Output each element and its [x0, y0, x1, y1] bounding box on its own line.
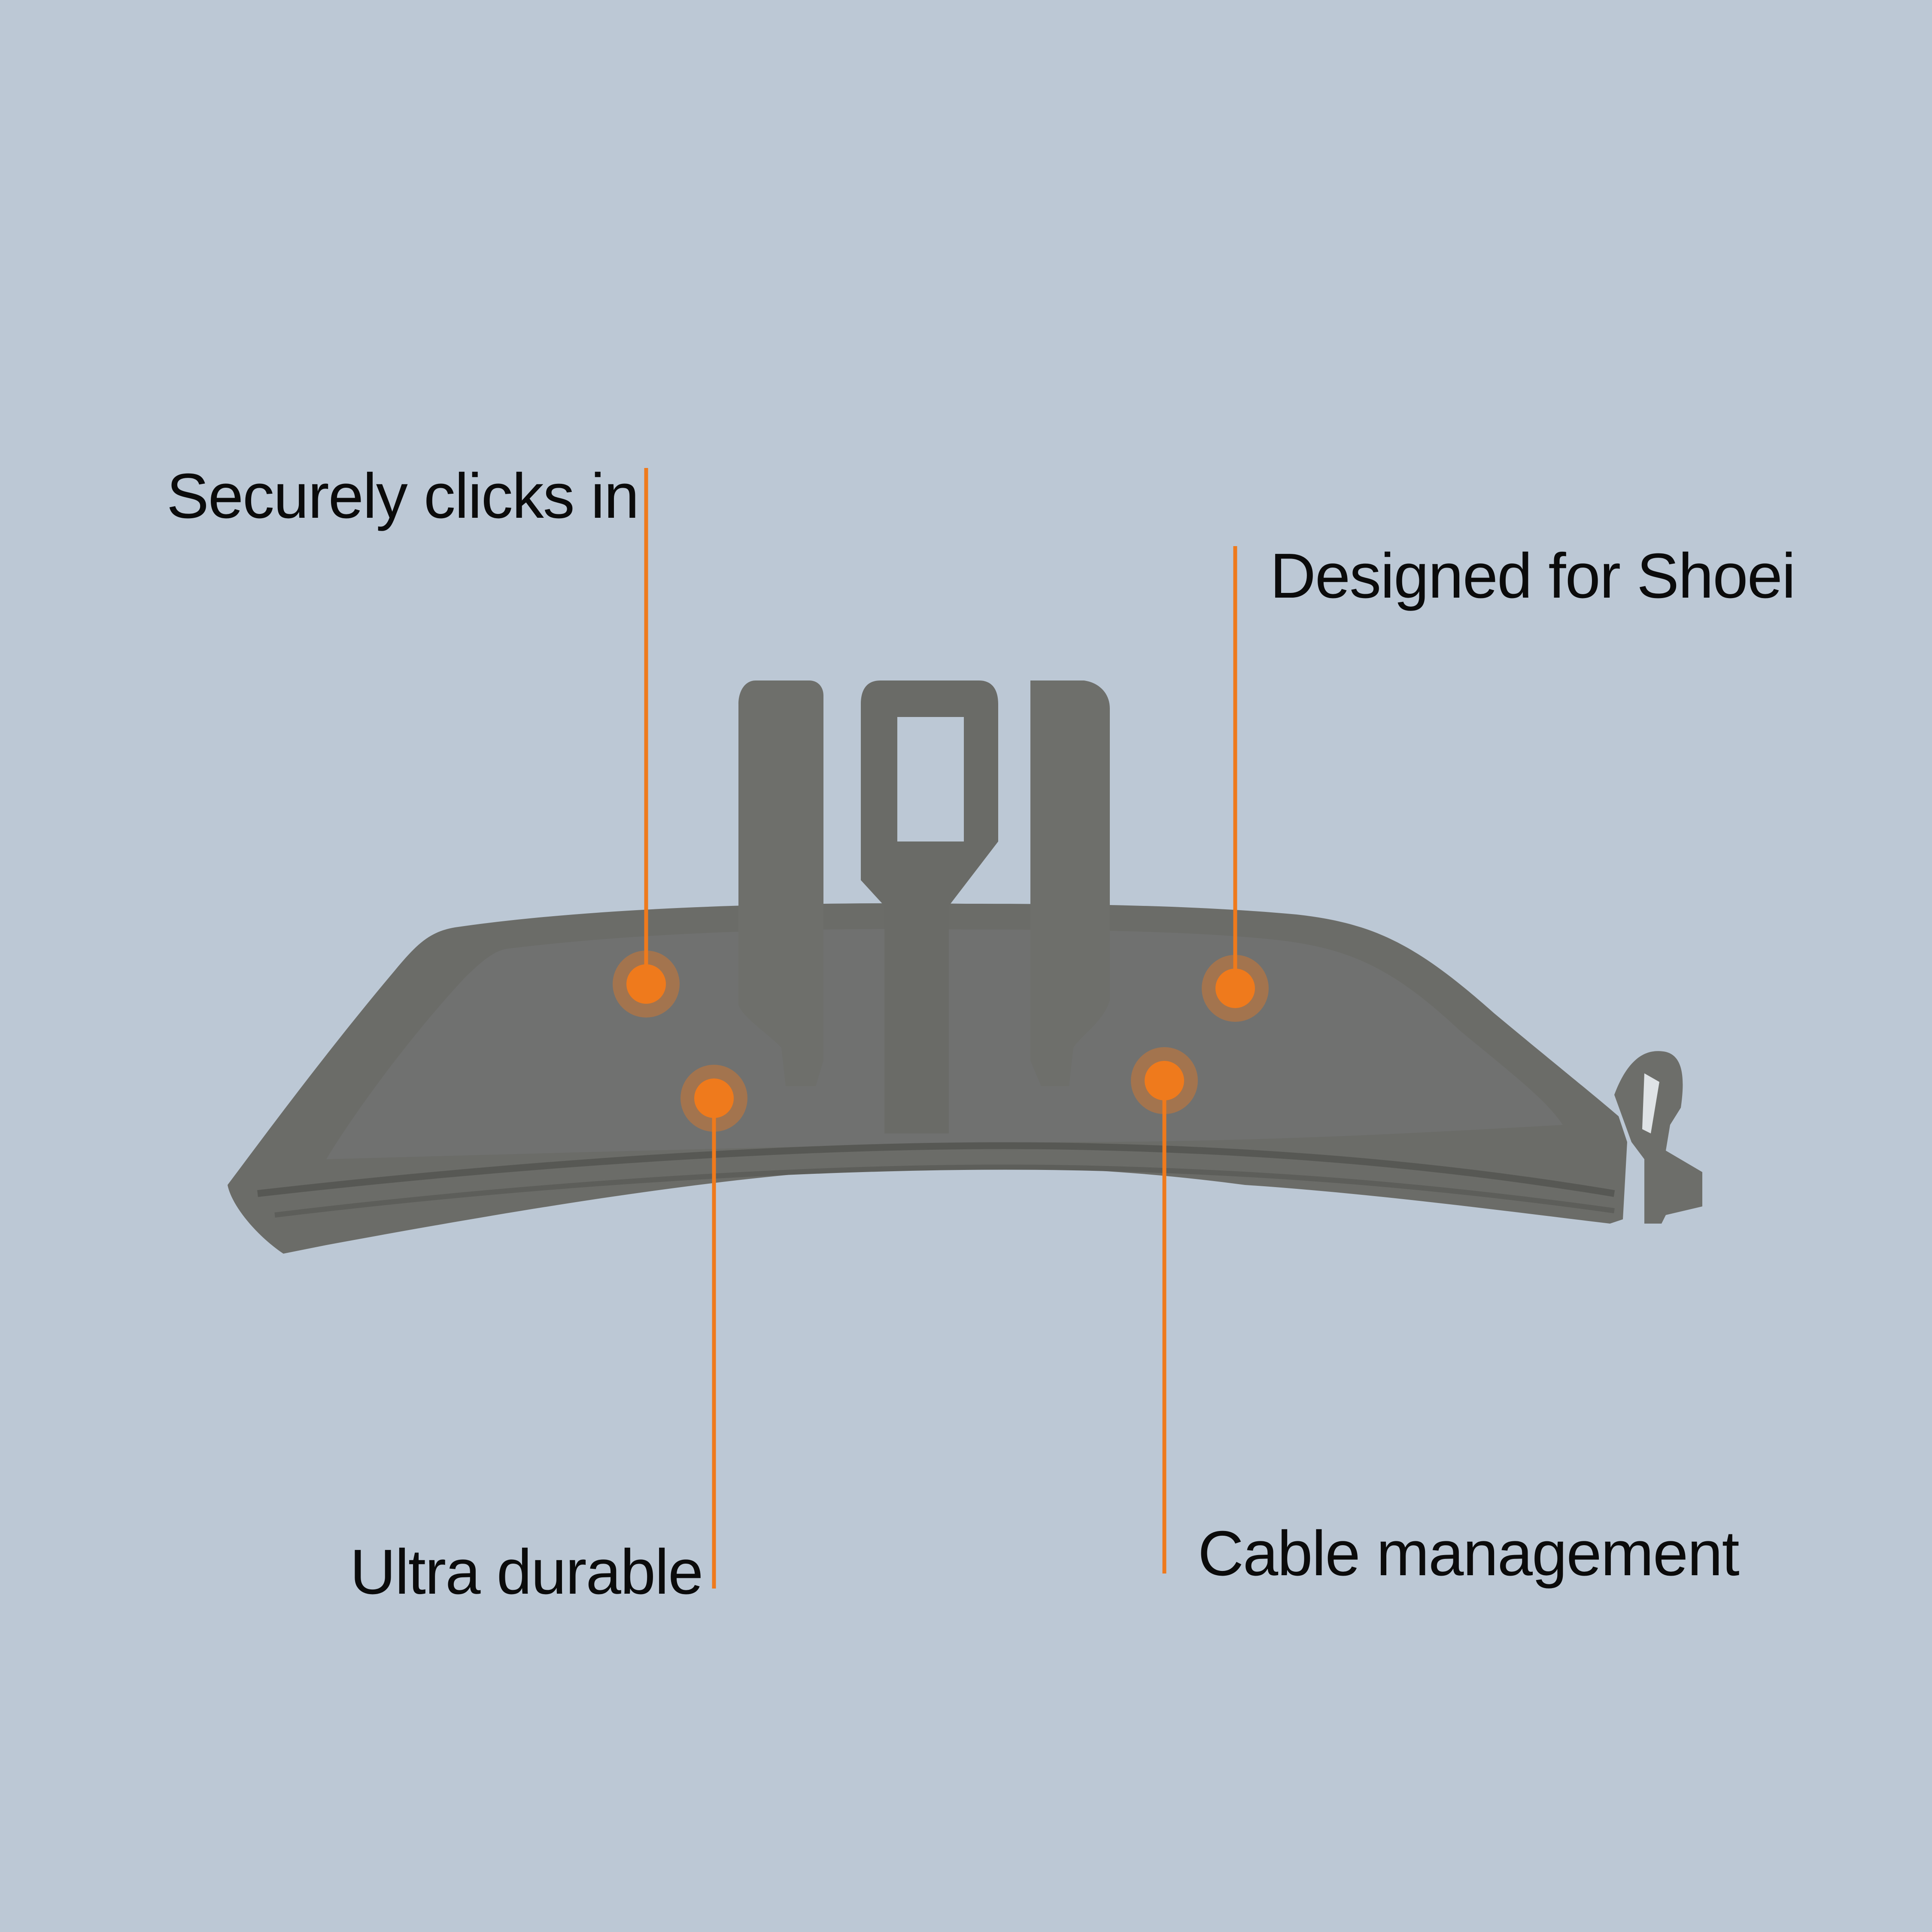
callout-label-cable: Cable management: [1198, 1518, 1740, 1589]
mount-end-hook: [1614, 1051, 1702, 1224]
mount-bottom-ridge: [257, 1142, 1615, 1197]
helmet-mount-bracket-icon: [228, 680, 1702, 1254]
mount-center-clip: [861, 680, 998, 1133]
hotspot-dot-icon[interactable]: [1131, 1047, 1198, 1114]
hotspot-dot-icon[interactable]: [680, 1065, 747, 1132]
callout-label-shoei: Designed for Shoei: [1270, 541, 1796, 611]
mount-bottom-ridge: [274, 1164, 1615, 1218]
callout-label-secure: Securely clicks in: [167, 461, 639, 532]
hotspot-dot-icon[interactable]: [613, 951, 680, 1018]
mount-end-hook-highlight: [1642, 1073, 1659, 1133]
mount-right-clip: [1030, 680, 1110, 1086]
mount-left-clip: [738, 680, 823, 1086]
hotspot-dot-icon[interactable]: [1202, 955, 1269, 1022]
callout-label-durable: Ultra durable: [350, 1537, 703, 1607]
